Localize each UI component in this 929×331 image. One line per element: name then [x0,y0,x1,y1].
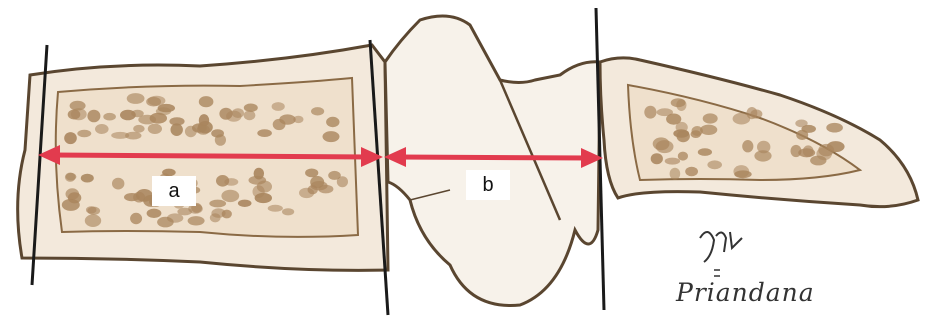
trabecula-dot [742,140,753,152]
trabecula-dot [66,173,77,181]
trabecula-dot [707,160,722,169]
trabecula-dot [803,145,814,156]
trabecula-dot [311,181,328,190]
trabecula-dot [666,114,681,125]
trabecula-dot [257,129,272,137]
trabecula-dot [255,193,272,203]
trabecula-dot [64,132,77,144]
trabecula-dot [810,156,826,166]
trabecula-dot [199,96,214,107]
trabecula-dot [328,171,341,180]
trabecula-dot [644,106,656,119]
trabecula-dot [244,110,256,120]
trabecula-dot [131,110,144,117]
trabecula-dot [127,93,145,104]
trabecula-dot [747,107,758,119]
trabecula-dot [211,129,224,137]
trabecula-dot [670,168,681,180]
trabecula-dot [254,168,264,180]
trabecula-dot [656,140,674,153]
trabecula-dot [796,130,808,140]
trabecula-dot [257,181,272,193]
trabecula-dot [148,124,162,134]
trabecula-dot [678,152,688,161]
trabecula-dot [651,153,663,164]
trabecula-dot [85,214,101,227]
middle-bone [385,16,600,306]
trabecula-dot [676,99,686,111]
trabecula-dot [224,178,238,186]
trabecula-dot [282,208,294,215]
trabecula-dot [87,207,100,215]
trabecula-dot [112,178,124,190]
trabecula-dot [222,210,232,219]
trabecula-dot [124,193,140,201]
signature-name: Priandana [676,278,815,307]
trabecula-dot [826,123,843,133]
trabecula-dot [791,145,802,157]
trabecula-dot [209,200,226,208]
trabecula-dot [68,110,81,120]
label-a-text: a [168,180,179,203]
trabecula-dot [665,158,680,165]
trabecula-dot [148,96,166,106]
trabecula-dot [185,126,197,137]
trabecula-dot [221,190,239,202]
trabecula-dot [673,129,689,138]
trabecula-dot [111,132,129,139]
trabecula-dot [68,192,81,203]
trabecula-dot [133,125,144,133]
trabecula-dot [232,108,244,118]
trabecula-dot [685,167,698,176]
right-vertebra [600,58,918,207]
trabecula-dot [157,217,174,228]
trabecula-dot [103,113,116,121]
trabecula-dot [323,131,340,142]
trabecula-dot [77,130,91,137]
trabecula-dot [311,107,324,115]
label-a: a [152,176,196,206]
trabecula-dot [326,117,339,127]
signature-mark [700,232,742,276]
trabecula-dot [147,209,162,218]
trabecula-dot [198,121,213,133]
trabecula-dot [268,205,283,212]
label-b: b [466,170,510,200]
trabecula-dot [703,113,718,123]
trabecula-dot [87,110,100,123]
trabecula-dot [272,102,285,111]
trabecula-dot [734,170,751,178]
trabecula-dot [188,216,205,225]
trabecula-dot [692,126,703,136]
trabecula-dot [210,213,221,222]
trabecula-dot [238,200,252,207]
trabecula-dot [156,107,171,115]
label-b-text: b [482,174,493,197]
trabecula-dot [81,174,94,183]
trabecula-dot [698,148,712,156]
trabecula-dot [757,141,770,154]
trabecula-dot [171,123,183,136]
trabecula-dot [130,213,142,224]
trabecula-dot [95,124,109,134]
trabecula-dot [273,119,286,130]
trabecula-dot [818,144,834,156]
